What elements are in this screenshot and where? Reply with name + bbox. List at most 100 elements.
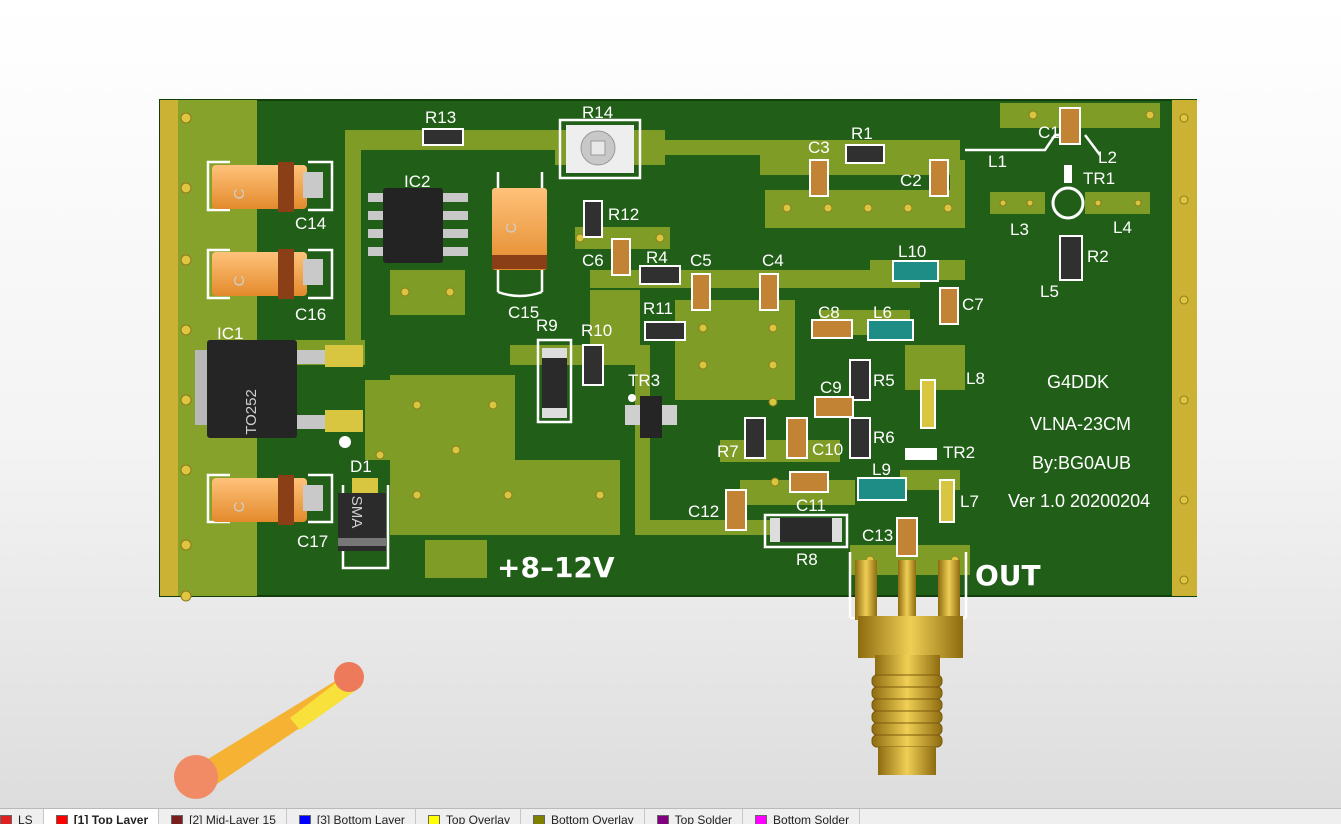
silk-label-l3: L3 xyxy=(1010,220,1029,239)
d1-sma-diode xyxy=(338,478,386,551)
layer-color-swatch xyxy=(55,815,68,824)
silk-label-l10: L10 xyxy=(898,242,926,261)
package-marking: TO252 xyxy=(243,389,260,435)
package-marking: C xyxy=(231,275,248,286)
silk-label-c2: C2 xyxy=(900,171,922,190)
silk-label-r1: R1 xyxy=(851,124,873,143)
ic1-to252 xyxy=(195,340,363,448)
silk-label-r8: R8 xyxy=(796,550,818,569)
silk-label-l1: L1 xyxy=(988,152,1007,171)
tantalum-capacitors xyxy=(212,162,547,525)
silk-label-c14: C14 xyxy=(295,214,326,233)
info-line-4: Ver 1.0 20200204 xyxy=(1008,491,1150,511)
silk-label-c4: C4 xyxy=(762,251,784,270)
silk-label-r12: R12 xyxy=(608,205,639,224)
output-label: OUT xyxy=(975,559,1041,592)
layer-tab-label: [1] Top Layer xyxy=(73,813,149,824)
silk-label-c8: C8 xyxy=(818,303,840,322)
layer-tab-label: Top Overlay xyxy=(445,813,510,824)
silk-label-c11: C11 xyxy=(796,496,826,515)
silk-label-c6: C6 xyxy=(582,251,604,270)
silk-label-l4: L4 xyxy=(1113,218,1132,237)
layer-tab-6[interactable]: Top Solder xyxy=(645,809,744,824)
silk-label-c13: C13 xyxy=(862,526,893,545)
info-line-1: G4DDK xyxy=(1047,372,1109,392)
silk-label-d1: D1 xyxy=(350,457,372,476)
silk-label-c5: C5 xyxy=(690,251,712,270)
silk-label-l8: L8 xyxy=(966,369,985,388)
silk-label-ic1: IC1 xyxy=(217,324,243,343)
silk-label-l6: L6 xyxy=(873,303,892,322)
silk-label-c3: C3 xyxy=(808,138,830,157)
package-marking: C xyxy=(231,188,248,199)
silk-label-tr3: TR3 xyxy=(628,371,660,390)
silk-label-r14: R14 xyxy=(582,103,613,122)
silk-label-c16: C16 xyxy=(295,305,326,324)
layer-tab-label: Bottom Overlay xyxy=(550,813,634,824)
silk-label-l5: L5 xyxy=(1040,282,1059,301)
layer-color-swatch xyxy=(171,815,184,824)
layer-tab-label: Bottom Solder xyxy=(773,813,850,824)
layer-tab-1[interactable]: [1] Top Layer xyxy=(43,809,160,824)
silk-label-c10: C10 xyxy=(812,440,843,459)
layer-color-swatch xyxy=(0,815,12,824)
layer-tab-2[interactable]: [2] Mid-Layer 15 xyxy=(159,809,287,824)
layer-tab-label: Top Solder xyxy=(674,813,733,824)
r8-resistor xyxy=(770,518,842,542)
ic2-soic8 xyxy=(368,188,468,263)
silk-label-r10: R10 xyxy=(581,321,612,340)
silk-label-l7: L7 xyxy=(960,492,979,511)
layer-color-swatch xyxy=(656,815,669,824)
silk-label-tr1: TR1 xyxy=(1083,169,1115,188)
small-smd-parts xyxy=(422,107,1083,557)
3d-origin-marker[interactable] xyxy=(174,662,364,799)
layer-tab-label: LS xyxy=(18,813,33,824)
layer-color-swatch xyxy=(755,815,768,824)
silk-label-r11: R11 xyxy=(643,299,673,318)
package-marking: C xyxy=(231,501,248,512)
package-marking: C xyxy=(503,222,520,233)
layer-tab-0[interactable]: LS xyxy=(0,809,44,824)
layer-color-swatch xyxy=(298,815,311,824)
silk-label-r9: R9 xyxy=(536,316,558,335)
silk-label-r6: R6 xyxy=(873,428,895,447)
silk-label-c17: C17 xyxy=(297,532,328,551)
info-line-3: By:BG0AUB xyxy=(1032,453,1131,473)
layer-tab-4[interactable]: Top Overlay xyxy=(416,809,521,824)
silk-label-r4: R4 xyxy=(646,248,668,267)
layer-tab-bar: LS [1] Top Layer [2] Mid-Layer 15 [3] Botto… xyxy=(0,808,1341,824)
vias xyxy=(375,110,1155,565)
sma-output-connector xyxy=(855,560,963,775)
layer-tab-label: [2] Mid-Layer 15 xyxy=(189,813,276,824)
silk-label-r7: R7 xyxy=(717,442,739,461)
transistors xyxy=(625,133,1101,523)
silk-label-r5: R5 xyxy=(873,371,895,390)
layer-tab-5[interactable]: Bottom Overlay xyxy=(521,809,645,824)
silk-label-l2: L2 xyxy=(1098,148,1117,167)
silk-label-c7: C7 xyxy=(962,295,984,314)
layer-color-swatch xyxy=(532,815,545,824)
r9-resistor xyxy=(542,348,567,418)
silk-label-c15: C15 xyxy=(508,303,539,322)
silk-label-ic2: IC2 xyxy=(404,172,430,191)
layer-tab-7[interactable]: Bottom Solder xyxy=(743,809,861,824)
silk-label-r2: R2 xyxy=(1087,247,1109,266)
layer-tab-3[interactable]: [3] Bottom Layer xyxy=(287,809,416,824)
silk-label-c9: C9 xyxy=(820,378,842,397)
silk-label-tr2: TR2 xyxy=(943,443,975,462)
r14-trimmer xyxy=(566,125,634,173)
silk-label-c12: C12 xyxy=(688,502,719,521)
package-labels: CCCCCTO252SMA xyxy=(231,188,520,528)
silk-label-c1: C1 xyxy=(1038,123,1060,142)
info-line-2: VLNA-23CM xyxy=(1030,414,1131,434)
layer-tab-label: [3] Bottom Layer xyxy=(316,813,405,824)
silk-label-r13: R13 xyxy=(425,108,456,127)
voltage-label: +8–12V xyxy=(497,551,615,584)
right-edge-ground xyxy=(1172,100,1197,596)
silk-label-l9: L9 xyxy=(872,460,891,479)
package-marking: SMA xyxy=(348,496,365,529)
layer-color-swatch xyxy=(427,815,440,824)
